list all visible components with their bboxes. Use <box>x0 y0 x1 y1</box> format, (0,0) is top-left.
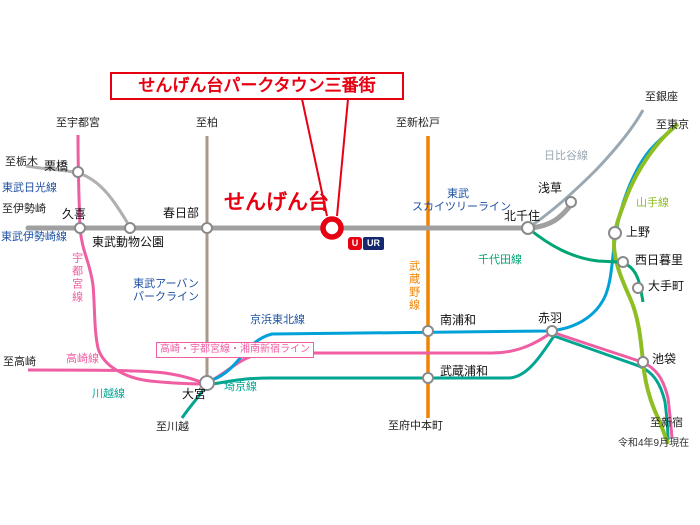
station-dot-musashiurawa <box>422 372 434 384</box>
line-tobu-urban-park-row1: 東武アーバン <box>133 278 199 290</box>
line-tobu-isesaki: 東武伊勢崎線 <box>1 231 67 243</box>
yamanote-line-path <box>611 122 680 445</box>
station-ikebukuro: 池袋 <box>652 352 677 366</box>
line-utsunomiya: 宇都宮線 <box>70 252 83 304</box>
station-dot-otemachi <box>632 282 644 294</box>
line-saikyo: 埼京線 <box>224 381 257 393</box>
callout-box: せんげん台パークタウン三番街 <box>110 72 404 100</box>
ur-logo: U UR <box>348 237 384 250</box>
direction-takasaki: 至高崎 <box>3 356 36 368</box>
station-tobu-dobutsu-koen: 東武動物公園 <box>92 235 165 249</box>
station-kuki: 久喜 <box>62 207 87 221</box>
saikyo-line-path <box>206 334 670 441</box>
station-kasukabe: 春日部 <box>163 206 200 220</box>
station-dot-kuki <box>74 222 86 234</box>
callout-pointer-left <box>301 98 328 217</box>
line-yamanote: 山手線 <box>636 197 669 209</box>
station-dot-ueno <box>608 226 622 240</box>
line-tobu-urban-park: 東武アーバン パークライン <box>130 278 202 303</box>
station-dot-kitasenju <box>521 221 535 235</box>
station-musashiurawa: 武蔵浦和 <box>440 364 489 378</box>
direction-shinmatsudo: 至新松戸 <box>396 117 440 129</box>
station-akabane: 赤羽 <box>538 311 563 325</box>
line-hibiya: 日比谷線 <box>544 150 588 162</box>
ur-logo-mark: U <box>348 237 362 250</box>
station-dot-akabane <box>546 325 558 337</box>
line-tobu-skytree: 東武 スカイツリーライン <box>412 188 511 213</box>
line-kawagoe: 川越線 <box>92 388 125 400</box>
line-tobu-urban-park-row2: パークライン <box>133 290 199 303</box>
direction-tochigi: 至栃木 <box>5 156 38 168</box>
station-dot-nishinippori <box>617 256 629 268</box>
station-dot-minamiurawa <box>422 325 434 337</box>
keihin-tohoku-line-path <box>211 126 675 382</box>
station-kurihashi: 栗橋 <box>44 159 69 173</box>
direction-utsunomiya: 至宇都宮 <box>56 117 100 129</box>
station-dot-tobu-dobutsu-koen <box>124 222 136 234</box>
takasaki-line-path <box>27 368 207 386</box>
callout-pointer-right <box>336 98 349 217</box>
highlighted-station-label: せんげん台 <box>224 191 329 214</box>
line-tobu-skytree-row1: 東武 <box>447 188 469 200</box>
sengendai-marker <box>320 216 344 240</box>
direction-isesaki: 至伊勢崎 <box>2 203 46 215</box>
line-takasaki-utsunomiya-shonan: 高崎・宇都宮線・湘南新宿ライン <box>156 342 314 358</box>
direction-kashiwa: 至柏 <box>196 117 218 129</box>
station-asakusa: 浅草 <box>538 181 563 195</box>
station-omiya: 大宮 <box>182 387 207 401</box>
station-minamiurawa: 南浦和 <box>440 313 477 327</box>
hibiya-line-path <box>527 109 645 230</box>
direction-tokyo: 至東京 <box>656 119 689 131</box>
station-dot-ikebukuro <box>637 356 649 368</box>
direction-shinjuku: 至新宿 <box>650 417 683 429</box>
line-takasaki: 高崎線 <box>66 353 99 365</box>
station-otemachi: 大手町 <box>648 279 685 293</box>
line-tobu-skytree-row2: スカイツリーライン <box>412 200 511 213</box>
map-date-note: 令和4年9月現在 <box>618 438 690 449</box>
ur-logo-text: UR <box>363 237 384 250</box>
line-chiyoda: 千代田線 <box>478 254 522 266</box>
station-kitasenju: 北千住 <box>504 209 541 223</box>
direction-ginza: 至銀座 <box>645 91 678 103</box>
direction-fuchuhommachi: 至府中本町 <box>388 420 443 432</box>
station-nishinippori: 西日暮里 <box>635 253 684 267</box>
station-ueno: 上野 <box>626 225 651 239</box>
line-tobu-nikko: 東武日光線 <box>2 182 57 194</box>
station-dot-kasukabe <box>201 222 213 234</box>
station-dot-asakusa <box>565 196 577 208</box>
utsunomiya-line-path <box>76 134 206 386</box>
station-dot-omiya <box>199 375 215 391</box>
line-musashino: 武蔵野線 <box>407 260 420 312</box>
direction-kawagoe: 至川越 <box>156 421 189 433</box>
line-keihin-tohoku: 京浜東北線 <box>250 314 305 326</box>
tobu-asakusa-branch-path <box>527 203 573 231</box>
station-dot-kurihashi <box>72 166 84 178</box>
